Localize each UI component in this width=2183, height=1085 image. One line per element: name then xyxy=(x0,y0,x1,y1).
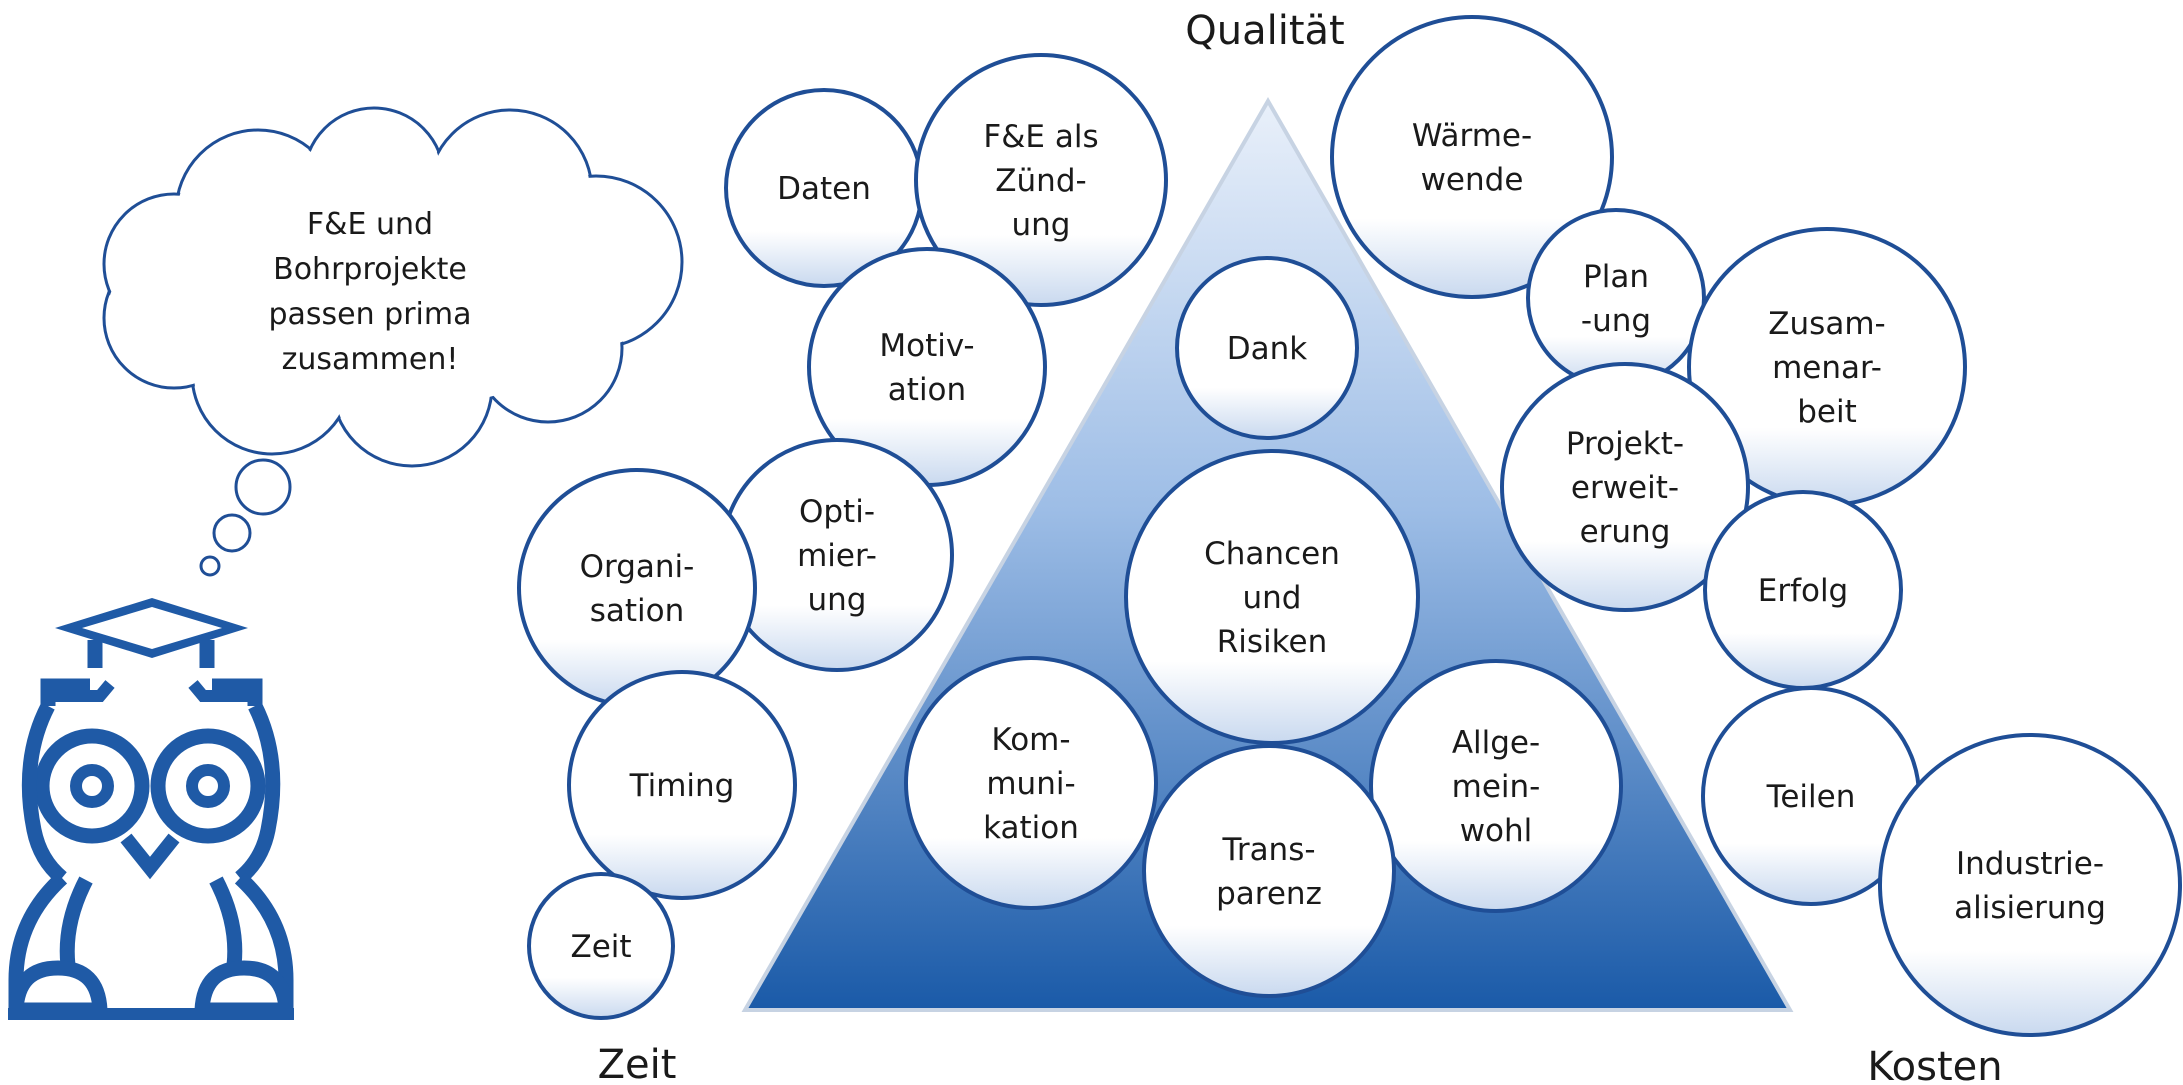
bubble-label-line: wende xyxy=(1421,162,1524,198)
bubble-label-line: Wärme- xyxy=(1412,118,1532,154)
bubble-planung: Plan -ung xyxy=(1526,208,1706,388)
bubble-circle xyxy=(1142,744,1396,998)
bubble-kommunikation: Kom-muni-kation xyxy=(904,656,1158,910)
bubble-label-line: Zünd- xyxy=(995,163,1086,199)
bubble-motivation: Motiv-ation xyxy=(807,247,1047,487)
bubble-label-line: Industrie- xyxy=(1956,846,2104,882)
bubble-erfolg: Erfolg xyxy=(1703,490,1903,690)
owl-mascot-icon xyxy=(8,598,294,1020)
corner-label-zeit: Zeit xyxy=(598,1042,677,1085)
bubble-label-line: F&E als xyxy=(983,119,1098,155)
bubble-circle xyxy=(527,872,675,1020)
bubble-label-line: Opti- xyxy=(799,494,875,530)
svg-text:zusammen!: zusammen! xyxy=(282,342,459,377)
bubble-circle xyxy=(1175,256,1359,440)
svg-text:passen prima: passen prima xyxy=(268,297,471,332)
bubble-circle xyxy=(567,670,797,900)
bubble-circle xyxy=(1369,659,1623,913)
bubble-label-line: Zusam- xyxy=(1768,306,1885,342)
bubble-label-line: erung xyxy=(1580,514,1671,550)
bubble-label-line: erweit- xyxy=(1571,470,1679,506)
bubble-waermewende: Wärme-wende xyxy=(1330,15,1614,299)
bubble-label-line: Daten xyxy=(777,171,871,207)
bubble-label-line: parenz xyxy=(1216,876,1322,912)
bubble-label-line: Plan xyxy=(1583,259,1649,295)
bubble-label-line: und xyxy=(1243,580,1302,616)
svg-text:F&E und: F&E und xyxy=(307,207,433,242)
bubble-circle xyxy=(1526,208,1706,388)
bubble-label-line: Zeit xyxy=(570,929,631,965)
bubble-organisation: Organi-sation xyxy=(517,468,757,708)
svg-text:Bohrprojekte: Bohrprojekte xyxy=(273,252,467,287)
bubble-label-line: Motiv- xyxy=(879,328,974,364)
bubble-label-line: menar- xyxy=(1772,350,1882,386)
corner-label-qualitaet: Qualität xyxy=(1185,8,1344,54)
bubble-label-line: mier- xyxy=(797,538,877,574)
bubble-label-line: ung xyxy=(808,582,867,618)
bubble-label-line: -ung xyxy=(1581,303,1651,339)
bubble-label-line: Risiken xyxy=(1217,624,1327,660)
thought-cloud-icon xyxy=(102,106,684,577)
bubble-daten: Daten xyxy=(724,88,924,288)
bubble-label-line: mein- xyxy=(1452,769,1541,805)
bubble-label-line: Teilen xyxy=(1766,779,1856,815)
bubble-circle xyxy=(904,656,1158,910)
bubble-circle xyxy=(517,468,757,708)
bubble-label-line: wohl xyxy=(1460,813,1533,849)
thought-text: F&E und Bohrprojekte passen prima zusamm… xyxy=(268,207,471,377)
bubble-label-line: Projekt- xyxy=(1566,426,1684,462)
bubble-label-line: muni- xyxy=(986,766,1075,802)
bubble-label-line: sation xyxy=(590,593,685,629)
bubble-transparenz: Trans-parenz xyxy=(1142,744,1396,998)
bubble-label-line: Dank xyxy=(1227,331,1308,367)
bubble-label-line: Chancen xyxy=(1204,536,1340,572)
bubble-projekterweiterung: Projekt-erweit-erung xyxy=(1500,362,1750,612)
bubble-dank: Dank xyxy=(1175,256,1359,440)
bubble-label-line: alisierung xyxy=(1954,890,2106,926)
bubble-circle xyxy=(1124,449,1420,745)
corner-label-kosten: Kosten xyxy=(1867,1044,2002,1085)
bubble-circle xyxy=(914,53,1168,307)
bubble-label-line: Kom- xyxy=(991,722,1070,758)
bubble-label-line: Allge- xyxy=(1452,725,1540,761)
bubble-teilen: Teilen xyxy=(1701,686,1921,906)
bubble-zeit: Zeit xyxy=(527,872,675,1020)
bubble-circle xyxy=(1878,733,2182,1037)
bubble-label-line: Timing xyxy=(629,768,735,804)
bubble-optimierung: Opti-mier-ung xyxy=(720,438,954,672)
bubble-label-line: beit xyxy=(1797,394,1857,430)
bubble-label-line: Organi- xyxy=(580,549,695,585)
bubble-label-line: ung xyxy=(1012,207,1071,243)
bubble-label-line: Trans- xyxy=(1221,832,1315,868)
bubble-label-line: kation xyxy=(983,810,1079,846)
bubble-allgemeinwohl: Allge-mein-wohl xyxy=(1369,659,1623,913)
bubble-industrialisierung: Industrie-alisierung xyxy=(1878,733,2182,1037)
bubble-label-line: Erfolg xyxy=(1758,573,1849,609)
bubble-circle xyxy=(1500,362,1750,612)
bubble-circle xyxy=(1330,15,1614,299)
bubble-timing: Timing xyxy=(567,670,797,900)
bubble-label-line: ation xyxy=(888,372,966,408)
